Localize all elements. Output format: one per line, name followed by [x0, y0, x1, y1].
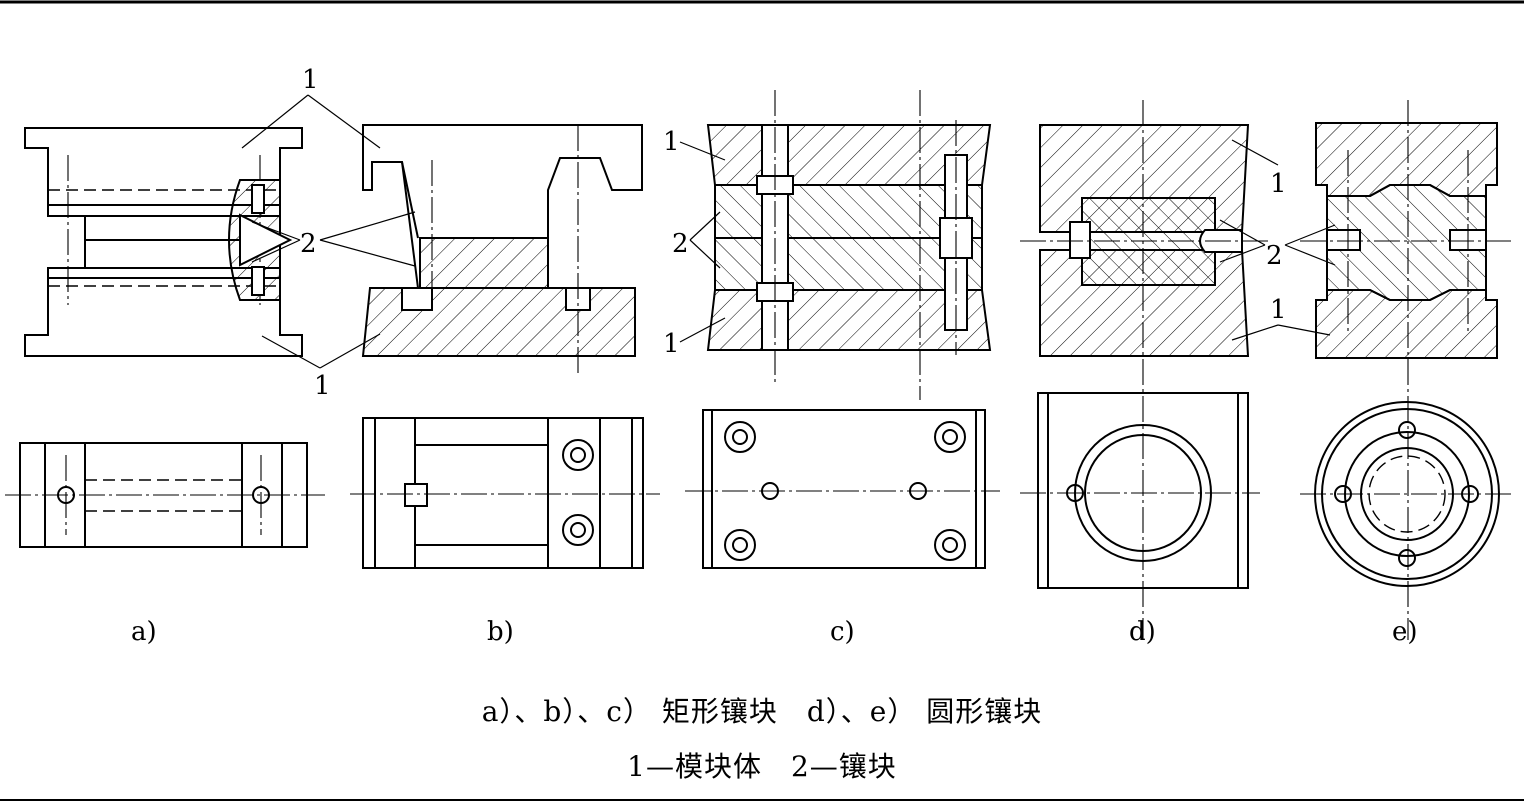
view-a-section — [24, 127, 303, 357]
subfig-label-c: c) — [830, 617, 855, 647]
label-1-top: 1 — [302, 65, 319, 95]
label-2-d: 2 — [1266, 241, 1283, 271]
view-b-section — [361, 124, 643, 375]
label-1-bottom: 1 — [314, 371, 331, 401]
view-c-plan — [685, 409, 1000, 569]
view-d-plan — [1020, 392, 1260, 589]
caption-line-1: a）、b）、c） 矩形镶块 d）、e） 圆形镶块 — [481, 695, 1043, 728]
label-2-a: 2 — [300, 229, 317, 259]
view-c-leaders — [679, 141, 726, 343]
caption-line-2: 1—模块体 2—镶块 — [627, 750, 897, 783]
view-c-section — [706, 90, 992, 400]
label-1-d-top: 1 — [1270, 169, 1287, 199]
view-a-plan — [5, 442, 325, 548]
subfig-label-e: e) — [1392, 617, 1418, 647]
view-e-section — [1300, 100, 1515, 640]
view-b-plan — [350, 417, 660, 569]
subfig-label-b: b) — [487, 617, 514, 647]
view-a-leaders — [241, 94, 416, 369]
subfig-label-d: d) — [1129, 617, 1156, 647]
view-e-plan — [1300, 401, 1515, 587]
view-d-section — [1020, 100, 1270, 640]
label-2-c: 2 — [672, 229, 689, 259]
label-1-c-top: 1 — [663, 127, 680, 157]
label-1-d-bottom: 1 — [1270, 295, 1287, 325]
subfig-label-a: a) — [131, 617, 157, 647]
label-1-c-bottom: 1 — [663, 329, 680, 359]
